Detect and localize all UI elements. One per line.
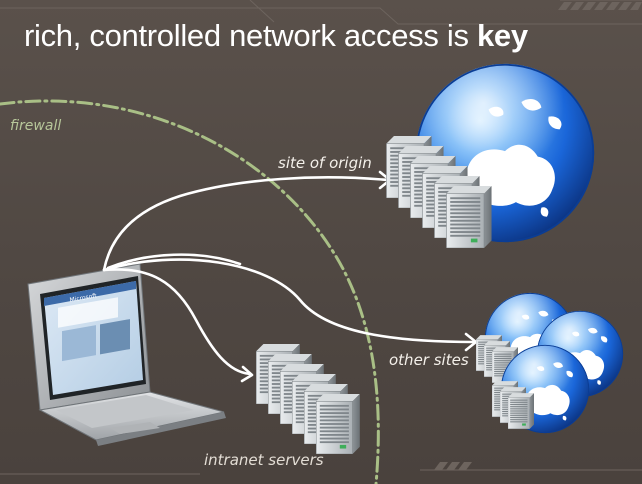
site-of-origin-label: site of origin — [278, 154, 372, 172]
arrow-branch-upper — [106, 253, 242, 270]
intranet-servers-label: intranet servers — [204, 451, 324, 469]
slide-title-text: rich, controlled network access is — [24, 18, 477, 53]
server-rack-icon — [446, 186, 492, 248]
firewall-boundary — [0, 99, 380, 484]
connection-arrows — [102, 170, 478, 383]
arrow-to-intranet-servers — [102, 268, 252, 376]
firewall-label: firewall — [10, 118, 62, 134]
site-of-origin-group — [386, 62, 596, 248]
laptop: Microsoft — [27, 263, 226, 446]
slide-title-emphasis: key — [476, 18, 528, 53]
arrow-to-other-sites — [102, 258, 476, 344]
arrow-to-site-of-origin — [102, 176, 390, 272]
decorative-hatch — [434, 2, 642, 470]
other-sites-label: other sites — [389, 351, 469, 369]
server-rack-icon — [508, 392, 534, 430]
server-rack-icon — [316, 394, 360, 454]
intranet-servers-group — [256, 344, 360, 454]
slide-title: rich, controlled network access is key — [24, 18, 528, 54]
browser-logo-text: Microsoft — [69, 292, 98, 304]
other-sites-group — [476, 292, 624, 434]
